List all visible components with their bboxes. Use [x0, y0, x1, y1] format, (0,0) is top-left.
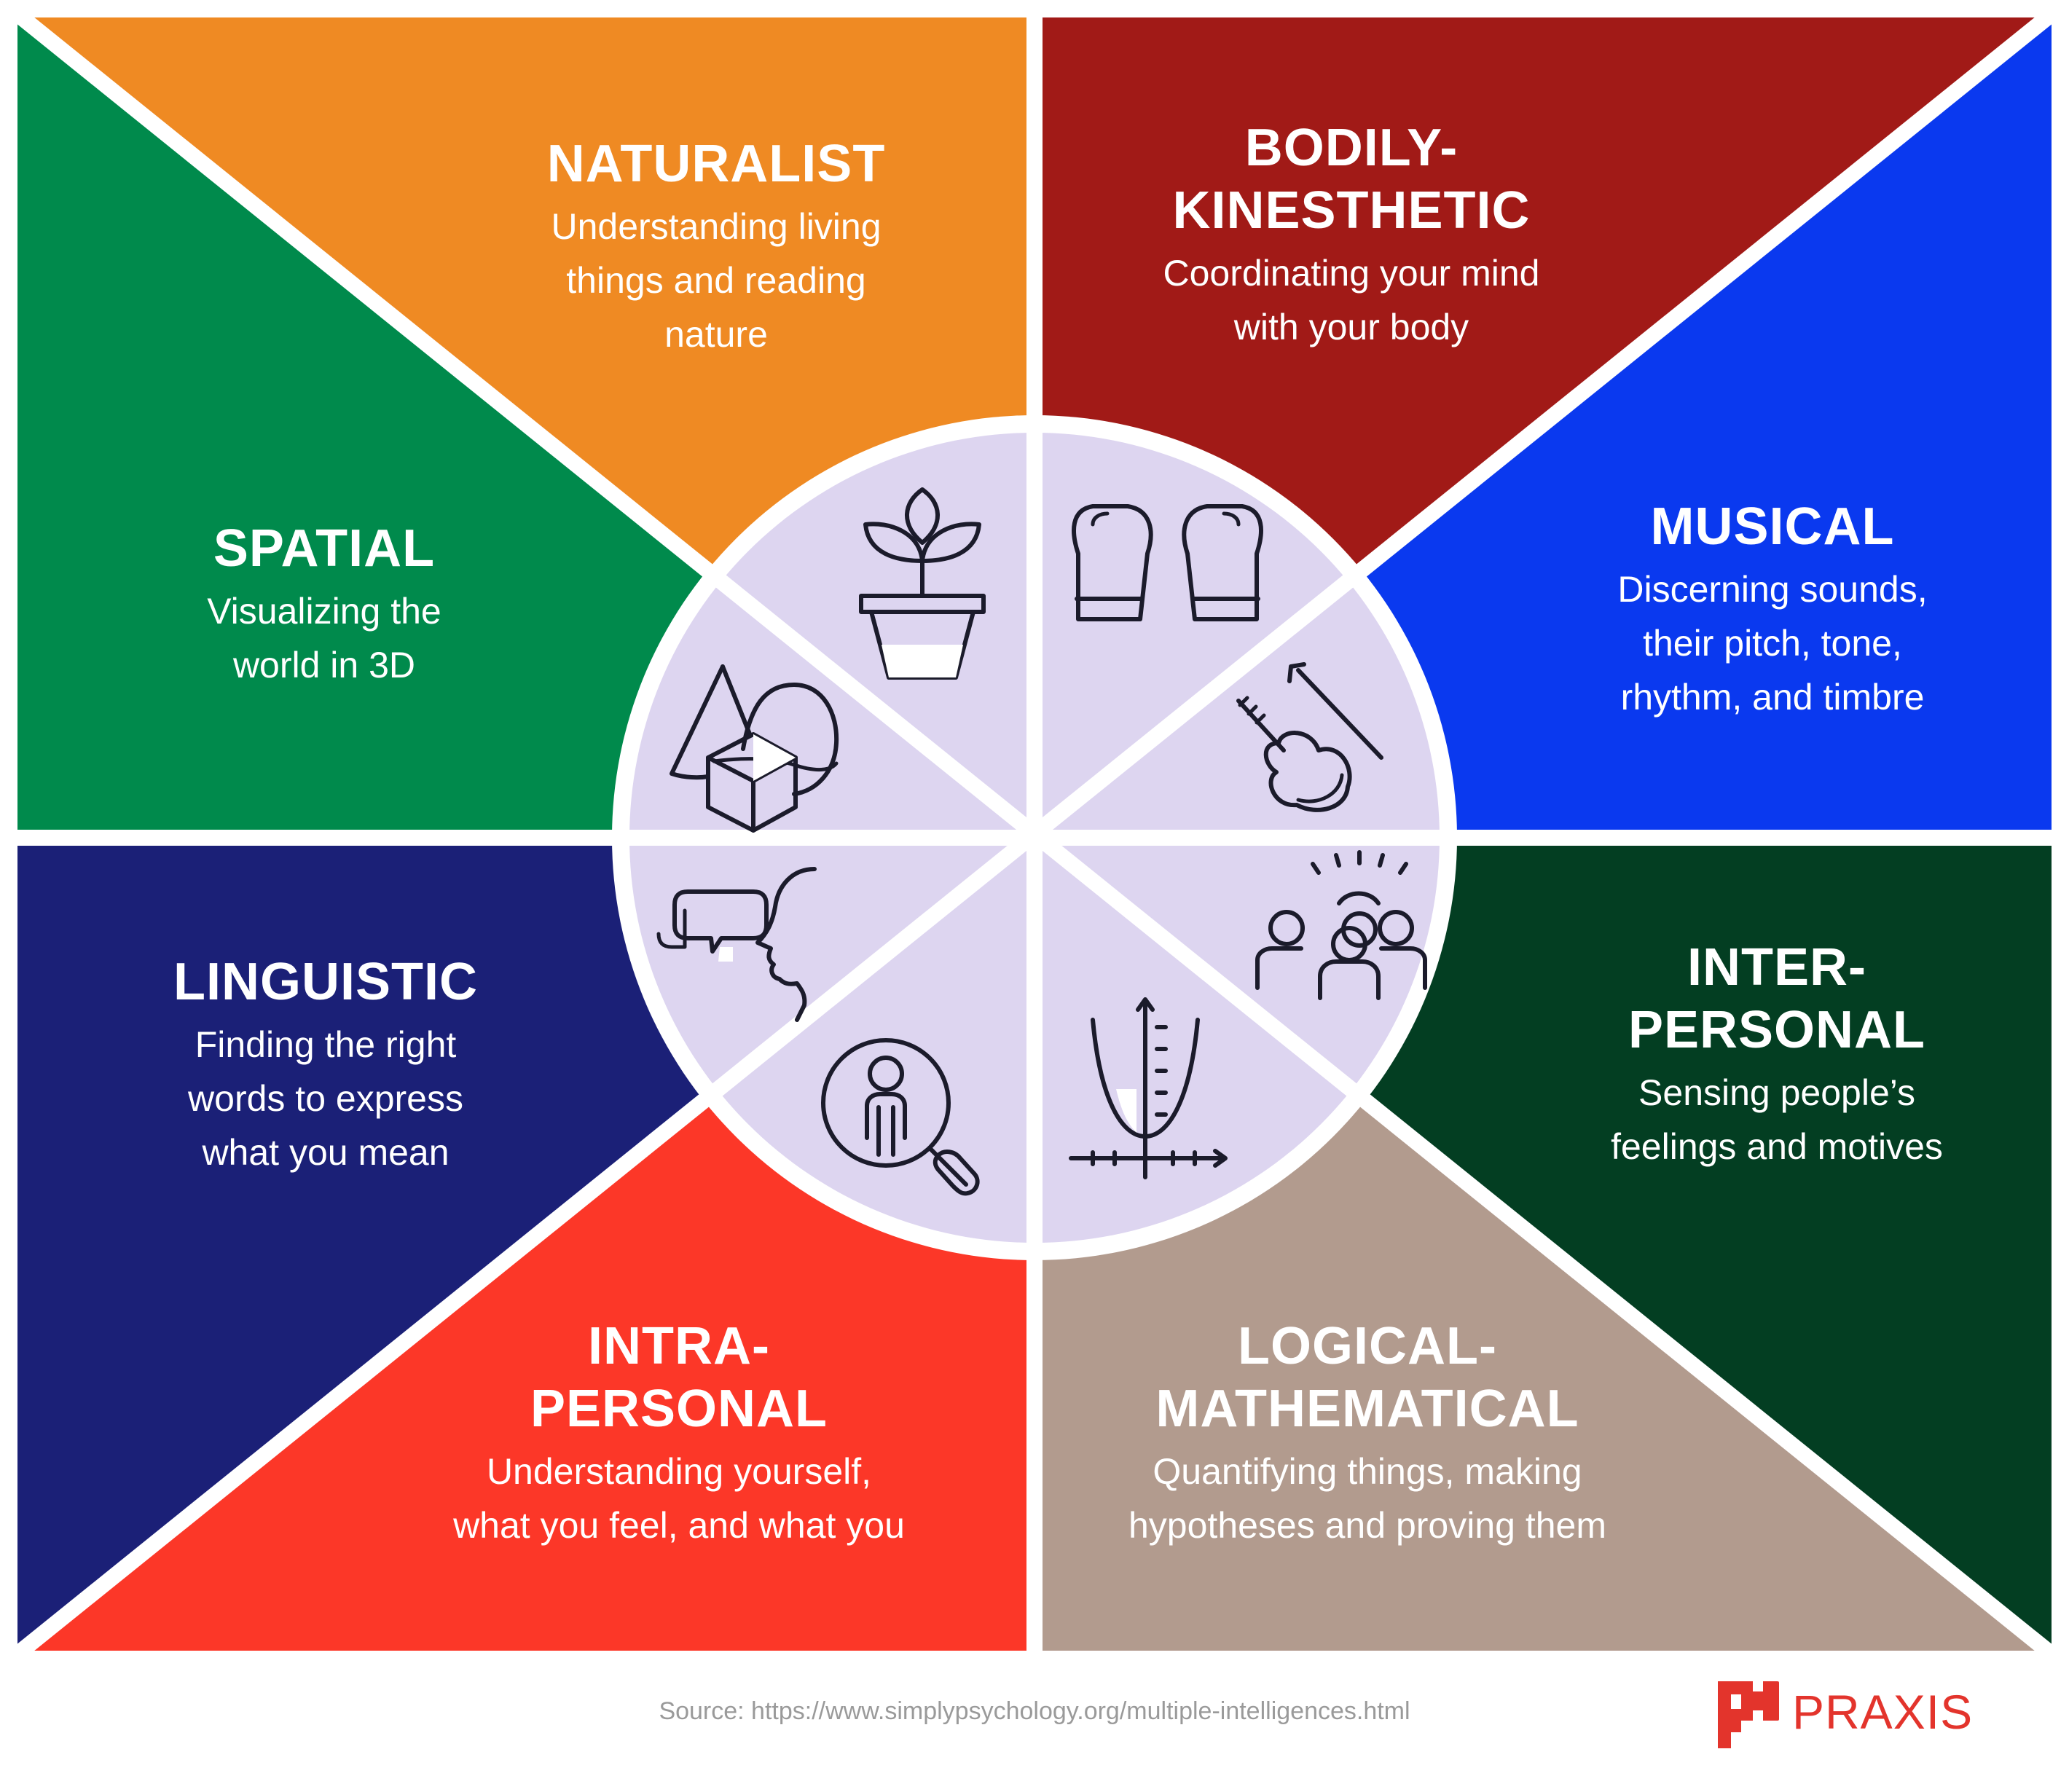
- parabola-graph-icon: [1069, 997, 1228, 1179]
- bodily-title-line-2: KINESTHETIC: [1172, 181, 1531, 240]
- naturalist-title: NATURALIST: [439, 133, 993, 195]
- praxis-brand[interactable]: PRAXIS: [1712, 1675, 2018, 1756]
- spatial-label: SPATIAL Visualizing the world in 3D: [47, 517, 601, 692]
- bodily-desc-line-1: Coordinating your mind: [1163, 253, 1540, 294]
- intrapersonal-label: INTRA- PERSONAL Understanding yourself, …: [402, 1315, 956, 1552]
- source-citation[interactable]: Source: https://www.simplypsychology.org…: [659, 1697, 1410, 1725]
- spatial-desc-line-2: world in 3D: [232, 645, 416, 685]
- logical-mathematical-title: LOGICAL- MATHEMATICAL: [1091, 1315, 1644, 1440]
- interpersonal-description: Sensing people’s feelings and motives: [1500, 1066, 2054, 1174]
- speech-profile-icon: [656, 867, 817, 1022]
- musical-description: Discerning sounds, their pitch, tone, rh…: [1496, 562, 2049, 724]
- naturalist-desc-line-3: nature: [664, 314, 768, 355]
- naturalist-desc-line-1: Understanding living: [551, 206, 882, 247]
- musical-label: MUSICAL Discerning sounds, their pitch, …: [1496, 495, 2049, 724]
- linguistic-desc-line-1: Finding the right: [195, 1024, 457, 1065]
- interpersonal-title-line-2: PERSONAL: [1628, 1001, 1926, 1059]
- interpersonal-desc-line-1: Sensing people’s: [1638, 1072, 1915, 1113]
- intrapersonal-title-line-2: PERSONAL: [530, 1380, 828, 1438]
- interpersonal-title-line-1: INTER-: [1687, 938, 1866, 997]
- bodily-kinesthetic-title: BODILY- KINESTHETIC: [1075, 117, 1628, 242]
- praxis-logo-icon: [1718, 1681, 1779, 1748]
- spatial-description: Visualizing the world in 3D: [47, 584, 601, 692]
- naturalist-label: NATURALIST Understanding living things a…: [439, 133, 993, 361]
- intrapersonal-description: Understanding yourself, what you feel, a…: [402, 1445, 956, 1552]
- group-of-people-icon: [1255, 850, 1427, 1000]
- linguistic-desc-line-2: words to express: [188, 1078, 463, 1119]
- intrapersonal-title: INTRA- PERSONAL: [402, 1315, 956, 1440]
- interpersonal-desc-line-2: feelings and motives: [1611, 1126, 1943, 1167]
- logical-title-line-1: LOGICAL-: [1238, 1317, 1497, 1375]
- bodily-title-line-1: BODILY-: [1244, 119, 1458, 177]
- violin-icon: [1236, 662, 1383, 812]
- bodily-kinesthetic-description: Coordinating your mind with your body: [1075, 246, 1628, 354]
- praxis-wordmark: PRAXIS: [1792, 1685, 1974, 1739]
- linguistic-desc-line-3: what you mean: [202, 1132, 449, 1173]
- interpersonal-title: INTER- PERSONAL: [1500, 936, 2054, 1061]
- spatial-desc-line-1: Visualizing the: [207, 591, 441, 632]
- logical-title-line-2: MATHEMATICAL: [1155, 1380, 1579, 1438]
- person-magnifier-icon: [821, 1038, 980, 1196]
- potted-plant-icon: [859, 487, 986, 680]
- interpersonal-label: INTER- PERSONAL Sensing people’s feeling…: [1500, 936, 2054, 1174]
- spatial-title: SPATIAL: [47, 517, 601, 580]
- linguistic-label: LINGUISTIC Finding the right words to ex…: [49, 951, 602, 1179]
- musical-title: MUSICAL: [1496, 495, 2049, 558]
- naturalist-description: Understanding living things and reading …: [439, 200, 993, 361]
- linguistic-title-line-1: LINGUISTIC: [173, 953, 478, 1011]
- logical-desc-line-1: Quantifying things, making: [1153, 1451, 1582, 1492]
- linguistic-title: LINGUISTIC: [49, 951, 602, 1013]
- boxing-gloves-icon: [1072, 504, 1263, 621]
- logical-desc-line-2: hypotheses and proving them: [1128, 1505, 1606, 1546]
- bodily-desc-line-2: with your body: [1233, 307, 1469, 347]
- geometric-shapes-icon: [670, 664, 839, 833]
- musical-desc-line-2: their pitch, tone,: [1643, 623, 1902, 664]
- musical-title-line-1: MUSICAL: [1650, 498, 1895, 556]
- naturalist-title-line-1: NATURALIST: [546, 135, 886, 193]
- intrapersonal-desc-line-1: Understanding yourself,: [486, 1451, 872, 1492]
- intrapersonal-desc-line-2: what you feel, and what you: [453, 1505, 905, 1546]
- naturalist-desc-line-2: things and reading: [566, 260, 866, 301]
- divider-lines: [0, 0, 2069, 1668]
- linguistic-description: Finding the right words to express what …: [49, 1018, 602, 1179]
- logical-mathematical-description: Quantifying things, making hypotheses an…: [1091, 1445, 1644, 1552]
- logical-mathematical-label: LOGICAL- MATHEMATICAL Quantifying things…: [1091, 1315, 1644, 1552]
- musical-desc-line-1: Discerning sounds,: [1617, 569, 1928, 610]
- bodily-kinesthetic-label: BODILY- KINESTHETIC Coordinating your mi…: [1075, 117, 1628, 354]
- spatial-title-line-1: SPATIAL: [213, 519, 436, 578]
- musical-desc-line-3: rhythm, and timbre: [1620, 677, 1925, 718]
- intrapersonal-title-line-1: INTRA-: [588, 1317, 770, 1375]
